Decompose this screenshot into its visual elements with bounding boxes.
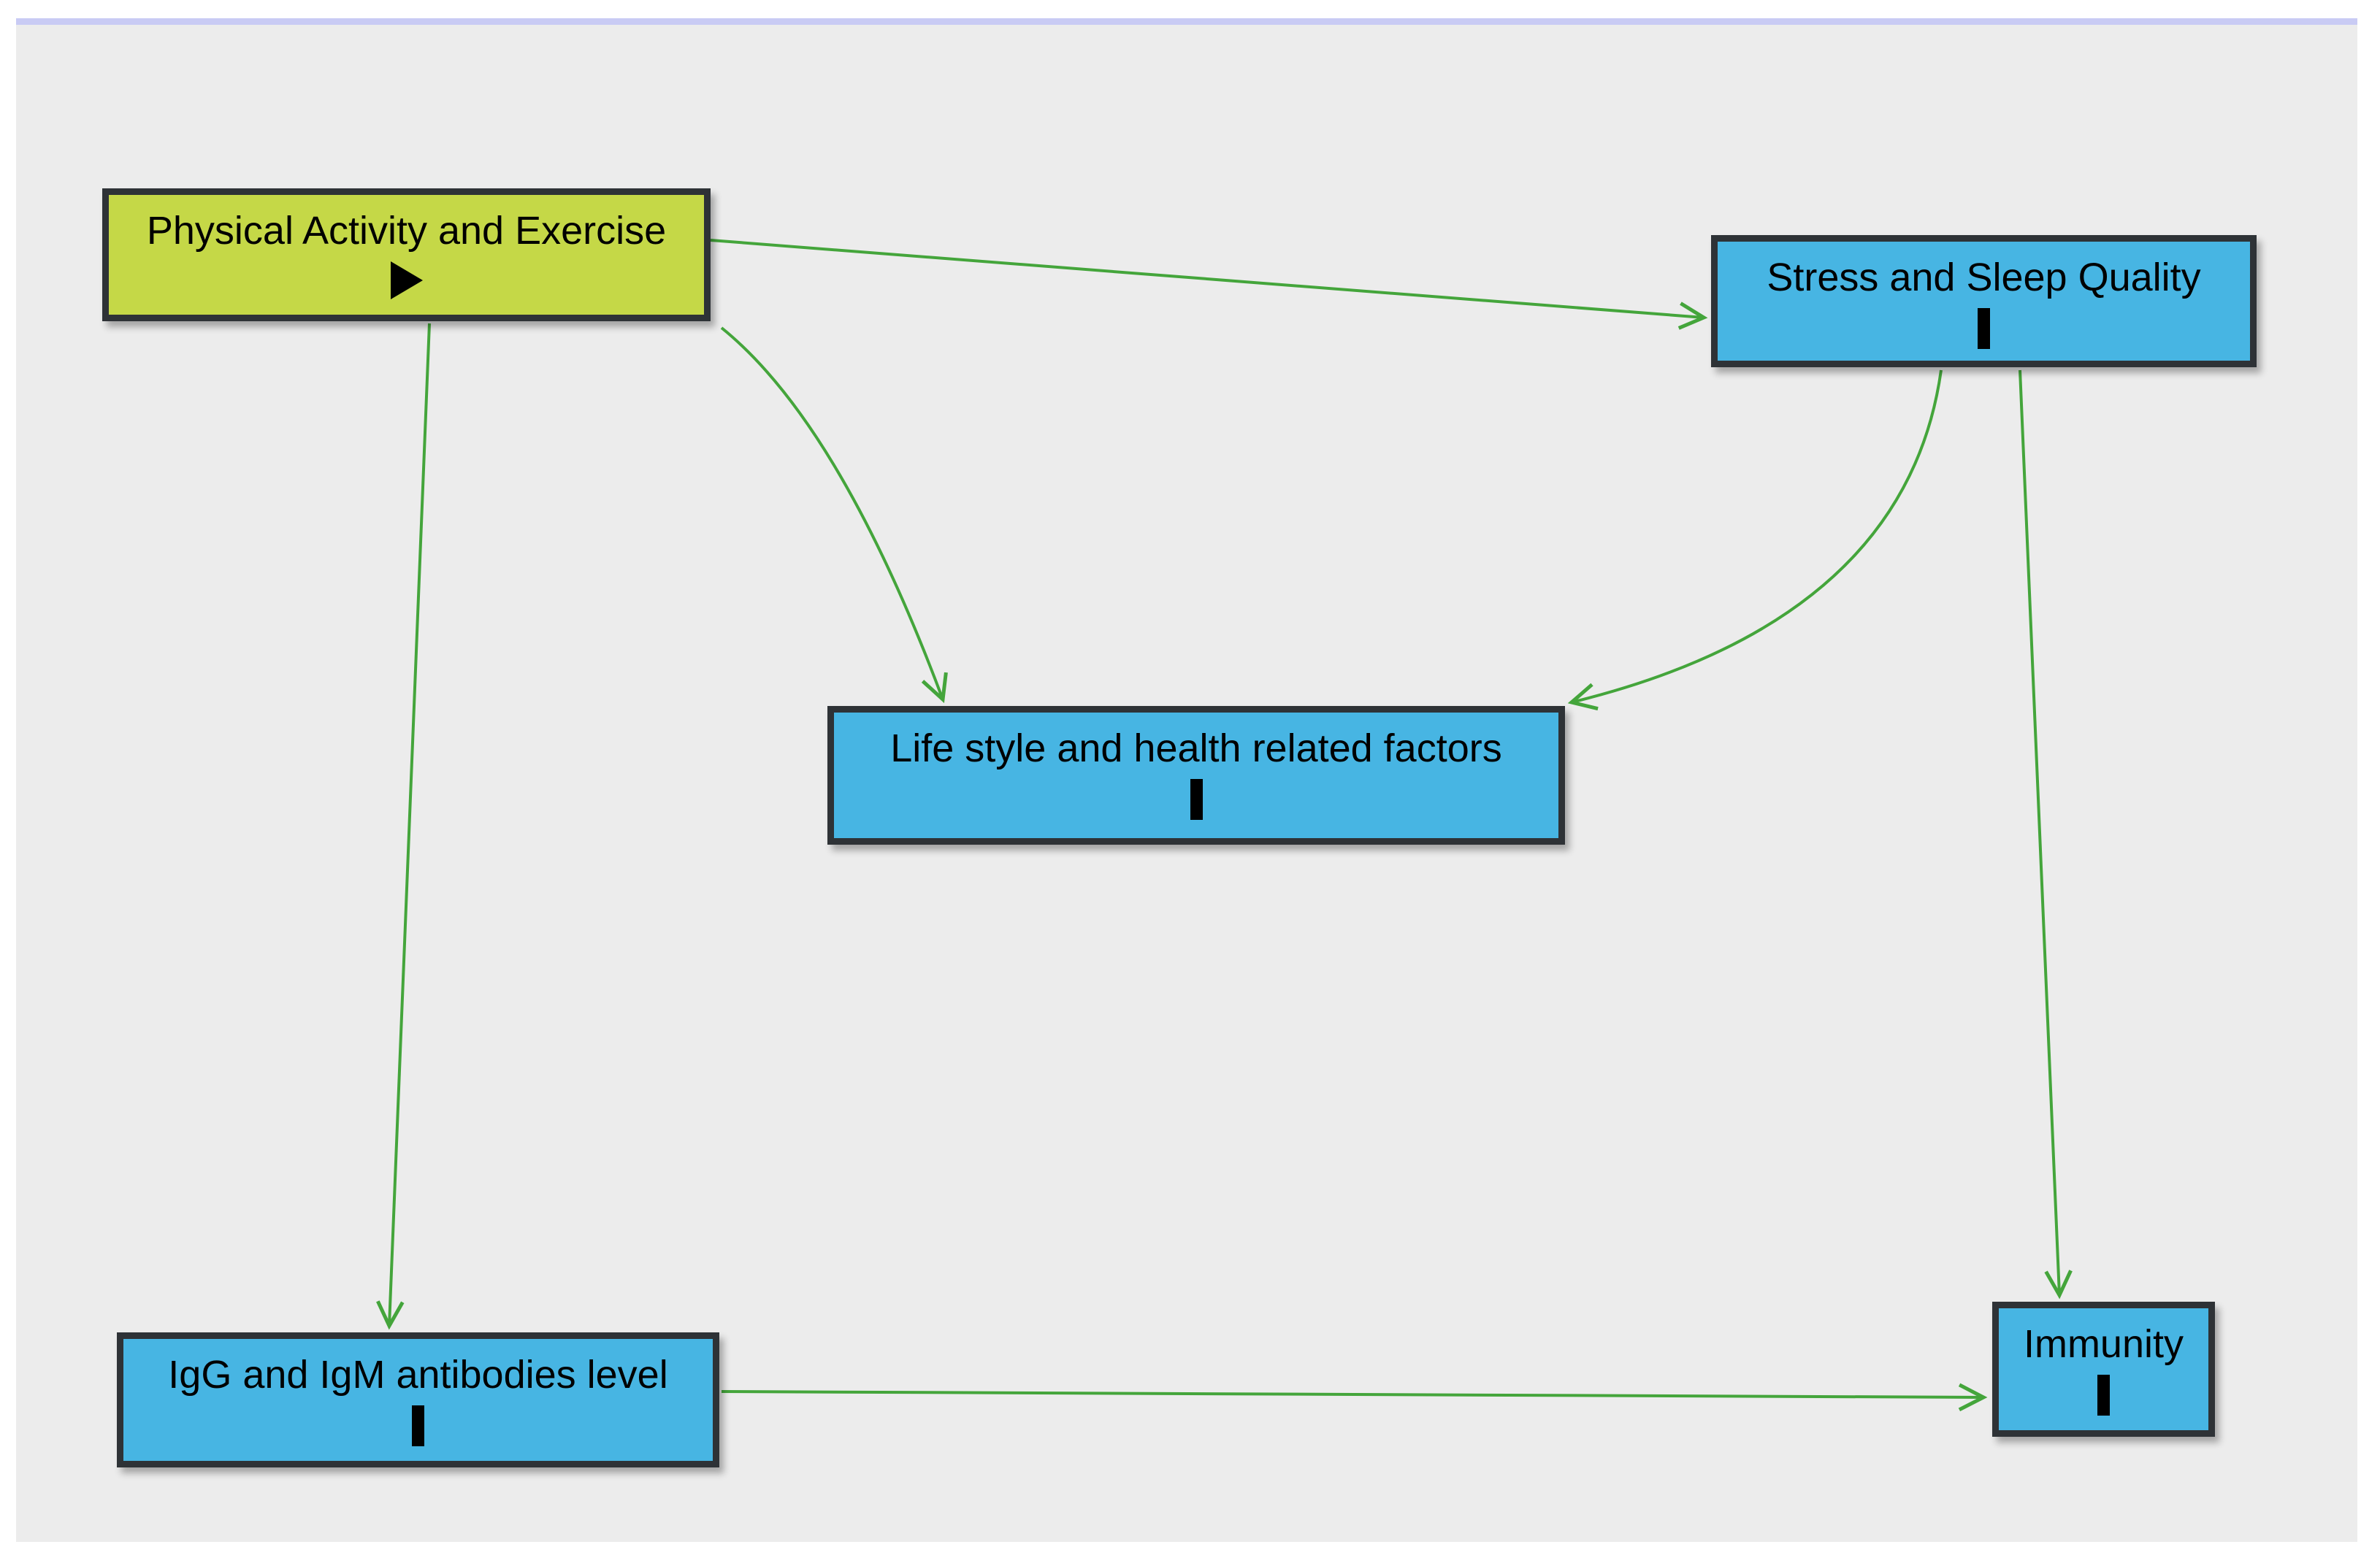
window-top-accent-line	[16, 18, 2357, 25]
edge-physical-activity-and-exercise-to-life-style-and-health-factors[interactable]	[720, 326, 948, 704]
node-immunity[interactable]: Immunity	[1992, 1302, 2215, 1437]
outcome-marker-icon	[2097, 1375, 2110, 1416]
outcome-marker-icon	[1190, 779, 1203, 821]
node-label: Physical Activity and Exercise	[146, 209, 667, 253]
edge-stress-and-sleep-quality-to-immunity[interactable]	[2019, 369, 2073, 1300]
node-label: Stress and Sleep Quality	[1767, 256, 2201, 299]
edge-physical-activity-and-exercise-to-stress-and-sleep-quality[interactable]	[710, 239, 1708, 330]
exposure-marker-icon	[390, 261, 423, 300]
outcome-marker-icon	[1978, 308, 1990, 350]
edge-stress-and-sleep-quality-to-life-style-and-health-factors[interactable]	[1567, 369, 1943, 711]
node-label: IgG and IgM antibodies level	[168, 1353, 668, 1397]
edge-physical-activity-and-exercise-to-igg-and-igm-antibodies-level[interactable]	[376, 323, 431, 1330]
node-label: Immunity	[2023, 1322, 2184, 1366]
node-igg-and-igm-antibodies-level[interactable]: IgG and IgM antibodies level	[117, 1332, 719, 1467]
node-life-style-and-health-factors[interactable]: Life style and health related factors	[827, 706, 1565, 845]
node-label: Life style and health related factors	[890, 726, 1502, 770]
outcome-marker-icon	[412, 1405, 424, 1447]
node-physical-activity-and-exercise[interactable]: Physical Activity and Exercise	[102, 188, 711, 321]
edge-igg-and-igm-antibodies-level-to-immunity[interactable]	[721, 1383, 1988, 1412]
node-stress-and-sleep-quality[interactable]: Stress and Sleep Quality	[1711, 235, 2257, 367]
